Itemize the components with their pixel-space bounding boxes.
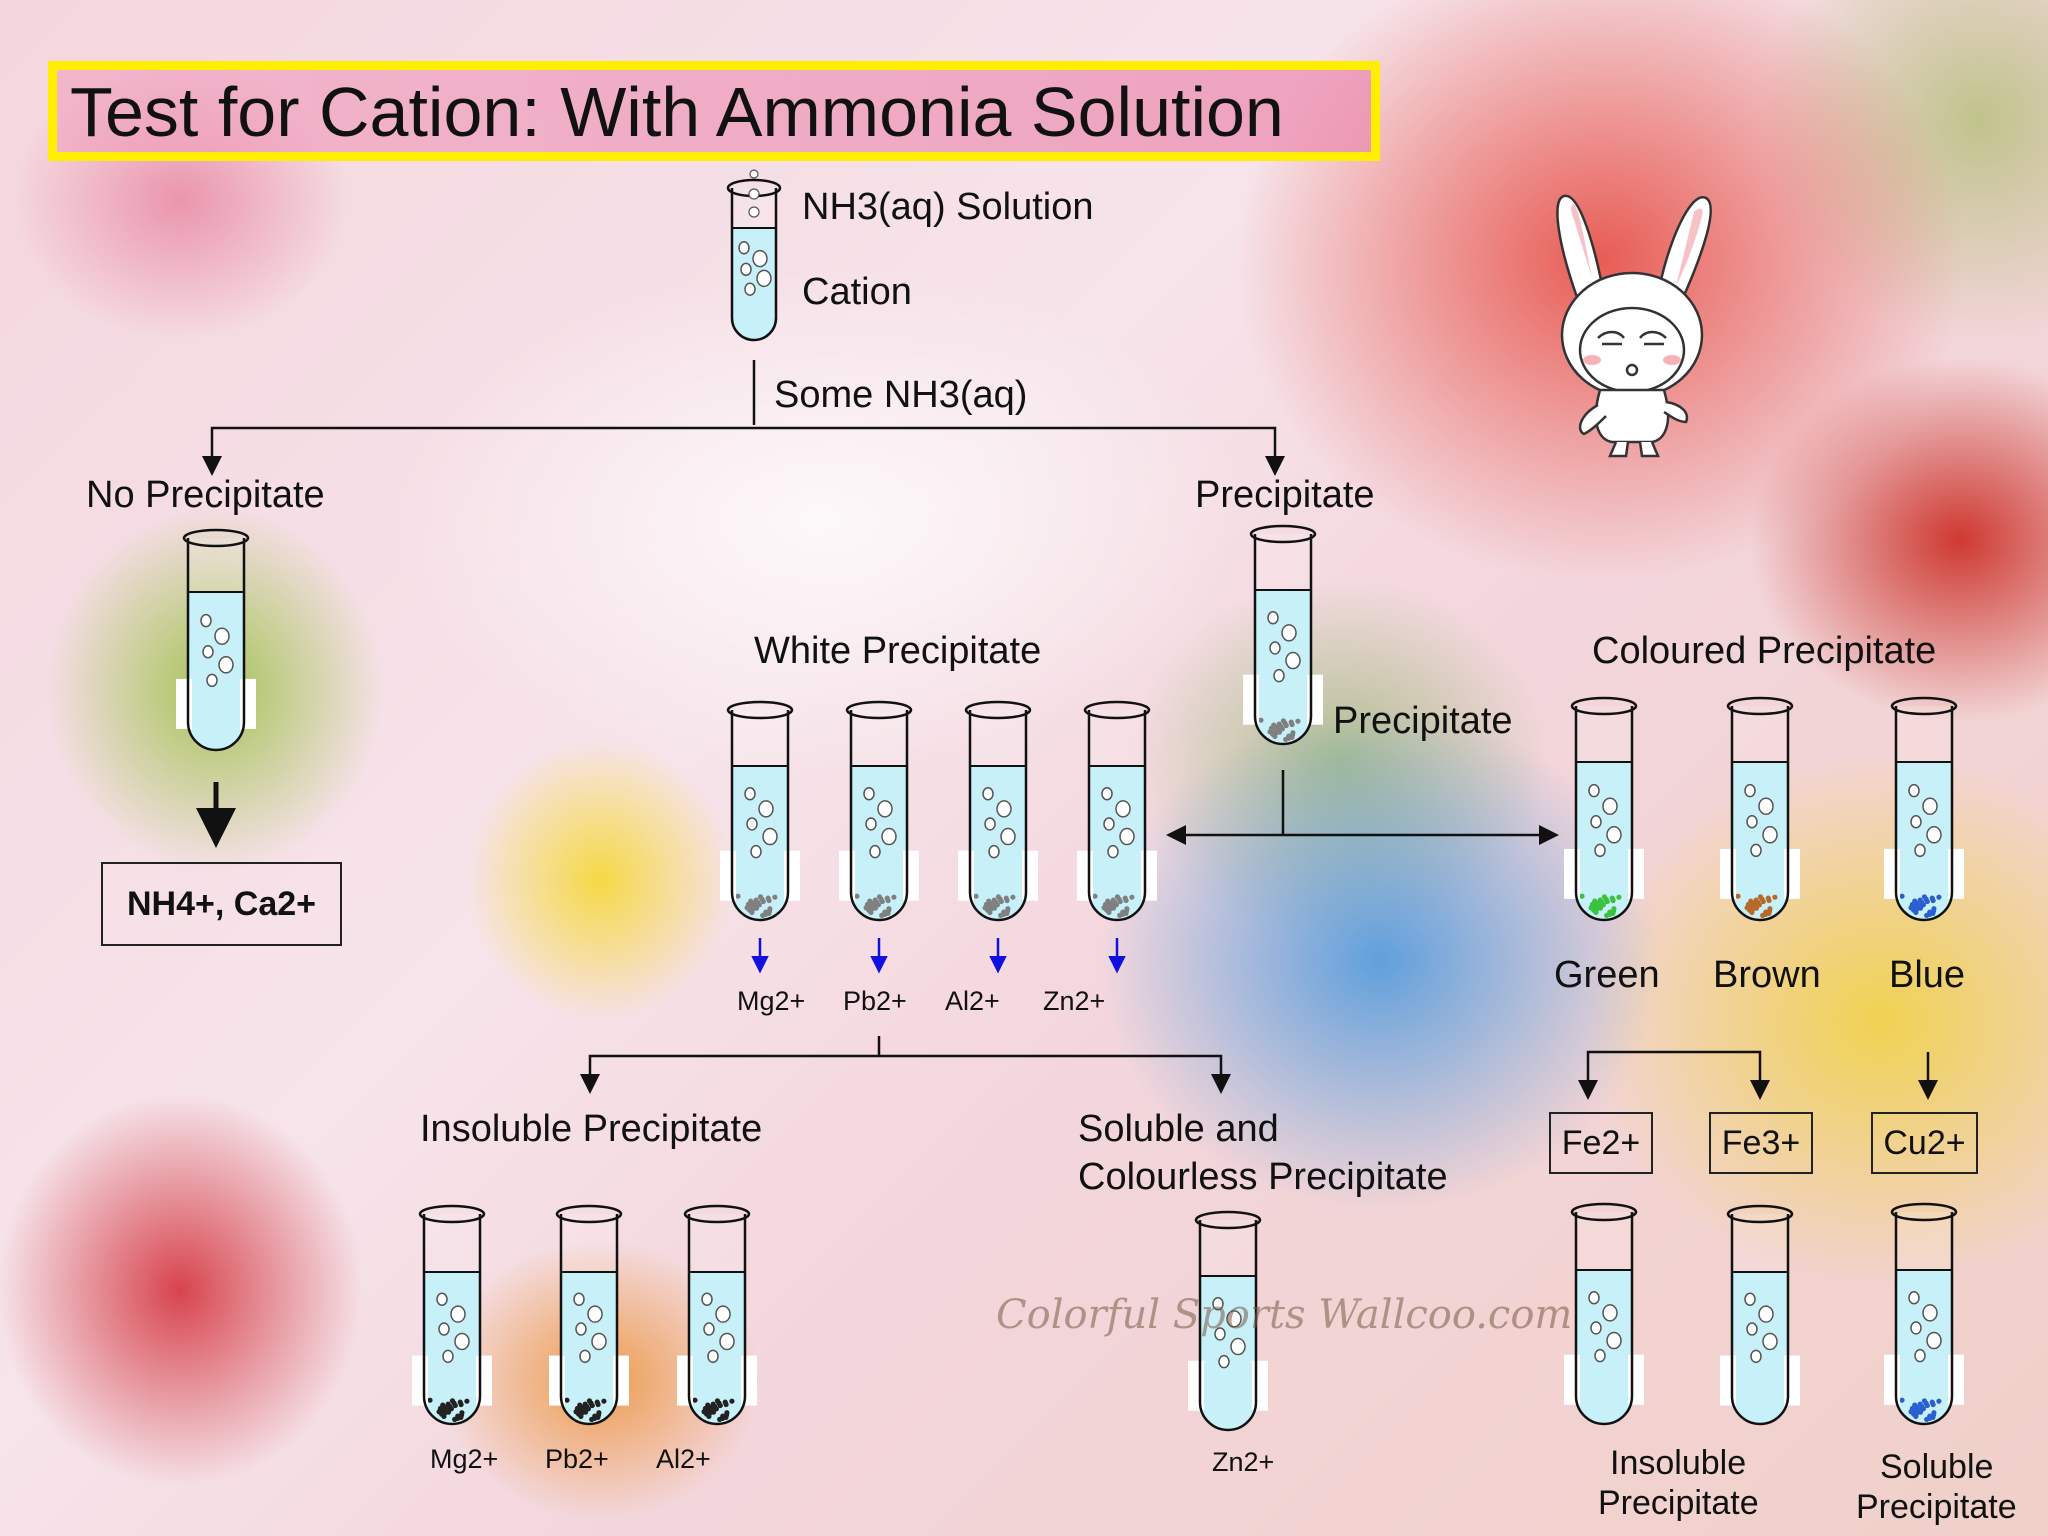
reagent-drops <box>748 169 760 218</box>
colour-green-label: Green <box>1554 954 1660 996</box>
watermark: Colorful Sports Wallcoo.com <box>996 1292 1573 1338</box>
insoluble-tube-2 <box>677 1204 757 1426</box>
precipitate-tube-label: Precipitate <box>1333 700 1513 742</box>
ion-fe3: Fe3+ <box>1721 1123 1801 1162</box>
coloured-tube-2 <box>1884 696 1964 922</box>
coloured-tube-0 <box>1564 696 1644 922</box>
ion-box-fe2: Fe2+ <box>1549 1112 1653 1174</box>
ion-box-fe3: Fe3+ <box>1709 1112 1813 1174</box>
white-tube-0 <box>720 700 800 922</box>
ion-fe2: Fe2+ <box>1561 1123 1641 1162</box>
soluble-zn-tube <box>1188 1210 1268 1432</box>
connector-insoluble-soluble <box>580 1054 1231 1094</box>
precipitate-tube <box>1243 524 1323 746</box>
connector-iron <box>1578 1050 1770 1100</box>
white-tube-2 <box>958 700 1038 922</box>
insoluble-precipitate-label: Insoluble Precipitate <box>420 1108 763 1150</box>
insoluble-result-line1: Insoluble <box>1610 1444 1747 1482</box>
title-box <box>48 61 1380 161</box>
soluble-ion-zn: Zn2+ <box>1212 1447 1275 1477</box>
coloured-precipitate-label: Coloured Precipitate <box>1592 630 1937 672</box>
step-label: Some NH3(aq) <box>774 374 1028 416</box>
no-precipitate-label: No Precipitate <box>86 474 325 516</box>
white-tube-3 <box>1077 700 1157 922</box>
white-precipitate-label: White Precipitate <box>754 630 1042 672</box>
no-precipitate-result: NH4+, Ca2+ <box>127 884 316 923</box>
cu-soluble-tube <box>1884 1202 1964 1426</box>
no-precipitate-tube <box>176 528 256 752</box>
precipitate-label: Precipitate <box>1195 474 1375 516</box>
white-ion-al: Al2+ <box>945 986 1000 1016</box>
insoluble-ion-al: Al2+ <box>656 1444 711 1474</box>
ion-box-cu2: Cu2+ <box>1871 1112 1978 1174</box>
page-title: Test for Cation: With Ammonia Solution <box>70 73 1284 151</box>
reagent-label: NH3(aq) Solution <box>802 186 1094 228</box>
white-ion-mg: Mg2+ <box>737 986 806 1016</box>
fe-insoluble-tube-0 <box>1564 1202 1644 1426</box>
colour-blue-label: Blue <box>1889 954 1966 996</box>
connector-split-main <box>202 426 1285 476</box>
white-ion-pb: Pb2+ <box>843 986 907 1016</box>
colour-brown-label: Brown <box>1713 954 1821 996</box>
bunny-mascot-icon <box>1556 194 1712 458</box>
soluble-result-line2: Precipitate <box>1856 1488 2017 1526</box>
soluble-colourless-line1: Soluble and <box>1078 1108 1279 1150</box>
white-tube-1 <box>839 700 919 922</box>
insoluble-tube-0 <box>412 1204 492 1426</box>
white-ion-zn: Zn2+ <box>1043 986 1106 1016</box>
ion-cu2: Cu2+ <box>1883 1123 1966 1162</box>
start-tube <box>726 178 782 342</box>
sample-label: Cation <box>802 271 912 313</box>
no-precipitate-result-box: NH4+, Ca2+ <box>101 862 342 946</box>
insoluble-tube-1 <box>549 1204 629 1426</box>
insoluble-ion-mg: Mg2+ <box>430 1444 499 1474</box>
insoluble-ion-pb: Pb2+ <box>545 1444 609 1474</box>
soluble-result-line1: Soluble <box>1880 1448 1994 1486</box>
soluble-colourless-line2: Colourless Precipitate <box>1078 1156 1448 1198</box>
fe-insoluble-tube-1 <box>1720 1204 1800 1426</box>
coloured-tube-1 <box>1720 696 1800 922</box>
insoluble-result-line2: Precipitate <box>1598 1484 1759 1522</box>
